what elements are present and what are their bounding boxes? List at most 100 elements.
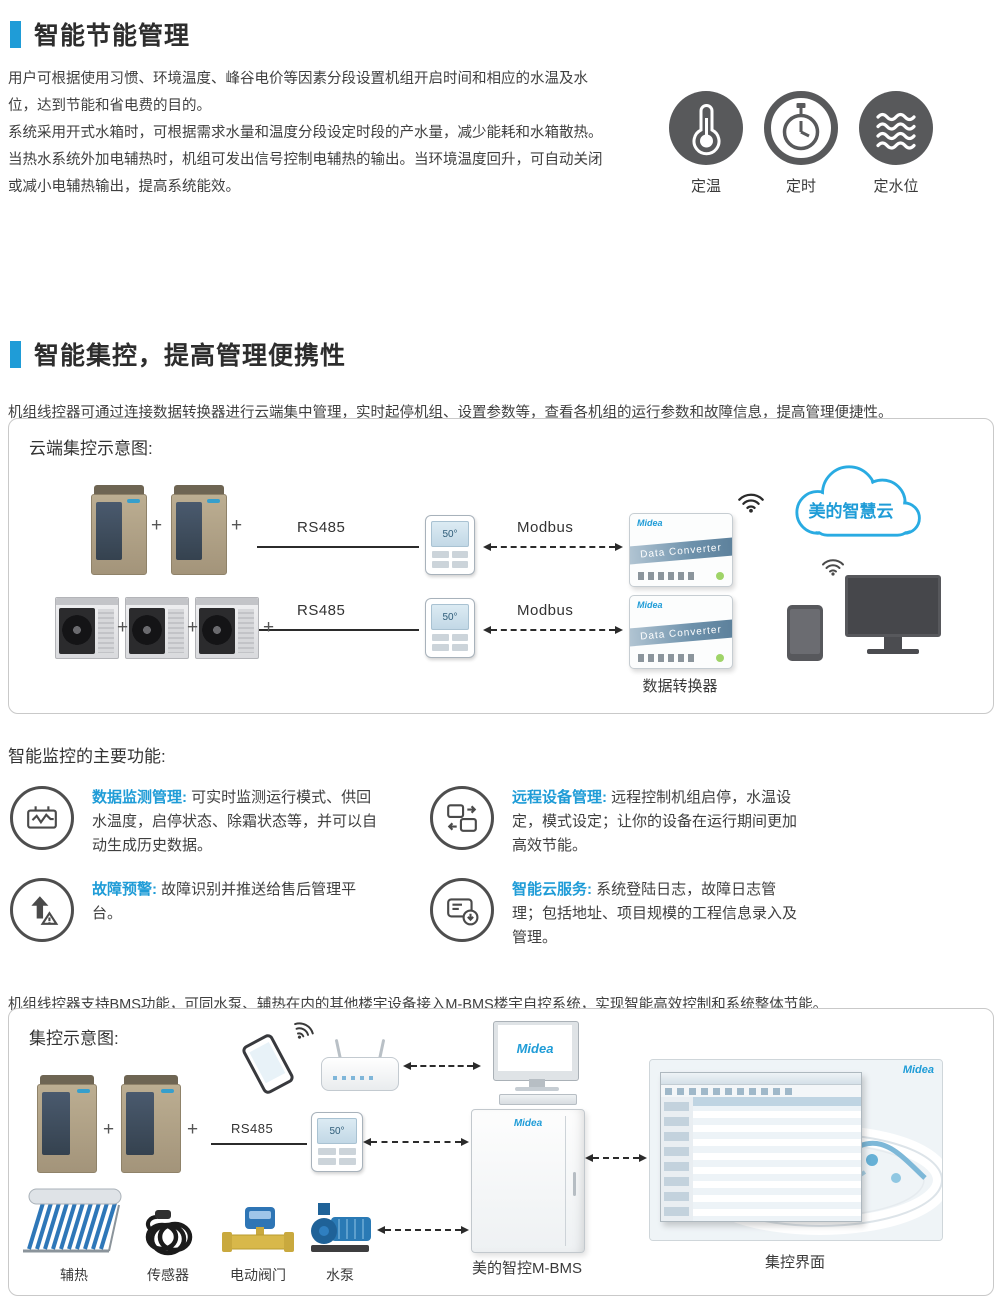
monitor-icon bbox=[845, 575, 941, 659]
heat-pump-unit-side bbox=[195, 597, 259, 659]
fan-icon bbox=[202, 615, 232, 645]
equipment-caption: 传感器 bbox=[147, 1267, 189, 1283]
midea-logo: Midea bbox=[902, 1064, 934, 1076]
controller-display: 50° bbox=[317, 1118, 357, 1144]
badge-label: 定水位 bbox=[873, 178, 919, 195]
rs485-line bbox=[257, 629, 419, 631]
data-table bbox=[693, 1097, 861, 1221]
converter-led bbox=[716, 654, 724, 662]
remote-device-icon bbox=[430, 786, 494, 850]
badge-label: 定温 bbox=[690, 178, 721, 195]
controller-display: 50° bbox=[431, 521, 469, 547]
function-body: 可实时监测运行模式、供回水温度，启停状态、除霜状态等，并可以自动生成历史数据。 bbox=[92, 789, 378, 854]
converter-band-label: Data Converter bbox=[630, 619, 732, 647]
modbus-label: Modbus bbox=[517, 519, 574, 536]
stopwatch-icon bbox=[764, 91, 838, 165]
wifi-icon bbox=[294, 1022, 314, 1039]
function-title: 智能云服务: bbox=[512, 881, 592, 898]
converter-band-label: Data Converter bbox=[630, 537, 732, 565]
interface-caption: 集控界面 bbox=[764, 1254, 825, 1271]
midea-logo-mark bbox=[77, 1089, 90, 1093]
router-icon bbox=[321, 1037, 399, 1091]
sensor-cable bbox=[145, 1210, 193, 1256]
badge-fixed-time: 定时 bbox=[751, 90, 851, 196]
midea-logo: Midea bbox=[516, 1040, 554, 1056]
equipment-caption: 辅热 bbox=[60, 1267, 88, 1283]
desktop-computer: Midea bbox=[481, 1021, 591, 1105]
wired-controller: 50° bbox=[425, 598, 475, 658]
plus-sign: + bbox=[187, 1119, 199, 1140]
heat-pump-unit-side bbox=[125, 597, 189, 659]
rs485-label: RS485 bbox=[231, 1121, 274, 1136]
section2-intro: 机组线控器可通过连接数据转换器进行云端集中管理，实时起停机组、设置参数等，查看各… bbox=[8, 404, 893, 421]
heat-pump-unit bbox=[121, 1075, 181, 1173]
cloud-icon: 美的智慧云 bbox=[775, 453, 927, 549]
converter-led bbox=[716, 572, 724, 580]
accent-bar bbox=[10, 340, 21, 368]
rs485-line bbox=[257, 546, 419, 548]
section2-title: 智能集控，提高管理便携性 bbox=[34, 342, 347, 370]
bms-interface-screenshot: Midea bbox=[649, 1059, 943, 1241]
plus-sign: + bbox=[263, 617, 275, 638]
midea-logo: Midea bbox=[637, 518, 663, 528]
badge-fixed-temperature: 定温 bbox=[656, 90, 756, 196]
plus-sign: + bbox=[103, 1119, 115, 1140]
midea-logo-mark bbox=[161, 1089, 174, 1093]
solar-water-heater bbox=[23, 1188, 122, 1253]
equipment-cabinet-arrow bbox=[377, 1226, 469, 1234]
function-item: 数据监测管理: 可实时监测运行模式、供回水温度，启停状态、除霜状态等，并可以自动… bbox=[10, 786, 380, 858]
function-text: 故障预警: 故障识别并推送给售后管理平台。 bbox=[92, 878, 380, 942]
diagram-title: 集控示意图: bbox=[29, 1029, 119, 1048]
router-computer-arrow bbox=[403, 1062, 481, 1070]
modbus-label: Modbus bbox=[517, 602, 574, 619]
section1-header: 智能节能管理 bbox=[10, 16, 190, 52]
fault-alert-icon bbox=[10, 878, 74, 942]
badge-fixed-water-level: 定水位 bbox=[846, 90, 946, 196]
bms-cabinet-caption: 美的智控M-BMS bbox=[472, 1260, 582, 1277]
converter-ports bbox=[638, 654, 698, 662]
rs485-line bbox=[211, 1143, 307, 1145]
thermometer-icon bbox=[669, 91, 743, 165]
function-body: 故障识别并推送给售后管理平台。 bbox=[92, 881, 357, 922]
function-text: 智能云服务: 系统登陆日志，故障日志管理；包括地址、项目规模的工程信息录入及管理… bbox=[512, 878, 798, 950]
heat-pump-unit bbox=[91, 485, 147, 575]
monitoring-window bbox=[660, 1072, 862, 1222]
functions-title: 智能监控的主要功能: bbox=[8, 747, 166, 766]
midea-logo: Midea bbox=[637, 600, 663, 610]
function-title: 数据监测管理: bbox=[92, 789, 187, 806]
function-text: 远程设备管理: 远程控制机组启停，水温设定，模式设定；让你的设备在运行期间更加高… bbox=[512, 786, 798, 858]
accent-bar bbox=[10, 20, 21, 48]
section1-title: 智能节能管理 bbox=[34, 22, 191, 50]
plus-sign: + bbox=[231, 515, 243, 536]
plus-sign: + bbox=[117, 617, 129, 638]
function-text: 数据监测管理: 可实时监测运行模式、供回水温度，启停状态、除霜状态等，并可以自动… bbox=[92, 786, 380, 858]
cloud-control-diagram-box: 云端集控示意图: + + RS485 50° Modbus Midea Data… bbox=[8, 418, 994, 714]
bms-diagram-box: 集控示意图: + + RS485 50° Midea bbox=[8, 1008, 994, 1296]
heat-pump-unit-side bbox=[55, 597, 119, 659]
midea-logo-mark bbox=[207, 499, 220, 503]
fan-icon bbox=[132, 615, 162, 645]
modbus-arrow bbox=[483, 626, 623, 634]
function-body: 系统登陆日志，故障日志管理；包括地址、项目规模的工程信息录入及管理。 bbox=[512, 881, 798, 946]
window-titlebar bbox=[661, 1073, 861, 1085]
section2-header: 智能集控，提高管理便携性 bbox=[10, 336, 346, 372]
rs485-label: RS485 bbox=[297, 519, 346, 536]
water-pump bbox=[311, 1203, 371, 1252]
wired-controller: 50° bbox=[425, 515, 475, 575]
bms-cabinet: Midea bbox=[471, 1109, 585, 1253]
controller-cabinet-arrow bbox=[363, 1138, 469, 1146]
function-title: 故障预警: bbox=[92, 881, 157, 898]
motorized-valve bbox=[222, 1207, 294, 1252]
equipment-caption: 电动阀门 bbox=[230, 1267, 286, 1283]
function-item: 故障预警: 故障识别并推送给售后管理平台。 bbox=[10, 878, 380, 942]
modbus-arrow bbox=[483, 543, 623, 551]
controller-display: 50° bbox=[431, 604, 469, 630]
converter-ports bbox=[638, 572, 698, 580]
data-converter: Midea Data Converter bbox=[629, 513, 733, 587]
converter-caption: 数据转换器 bbox=[642, 678, 718, 695]
badge-label: 定时 bbox=[785, 178, 816, 195]
wifi-icon bbox=[822, 559, 844, 576]
cloud-label: 美的智慧云 bbox=[808, 502, 894, 521]
data-monitoring-icon bbox=[10, 786, 74, 850]
